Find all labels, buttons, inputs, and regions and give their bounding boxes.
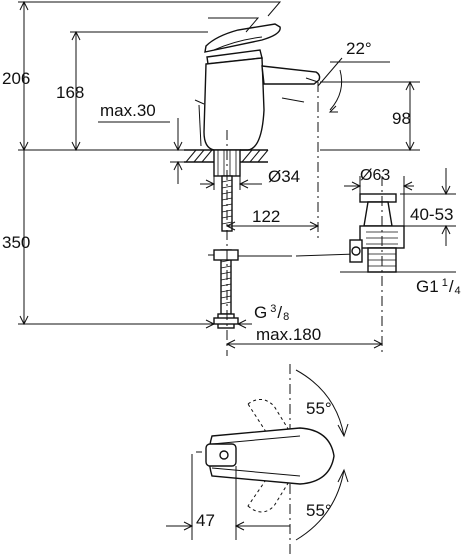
label-rotation-upper: 55° [306, 399, 332, 418]
waste-thread-main: G1 [416, 277, 439, 296]
label-waste-diameter: Ø63 [360, 167, 390, 184]
label-hole-diameter: Ø34 [268, 167, 300, 186]
label-lever-offset: 47 [196, 511, 215, 530]
dimension-lines [18, 0, 456, 356]
faucet-elevation [194, 1, 321, 151]
supply-hose [208, 249, 239, 329]
waste-thread-num: 1 [442, 277, 448, 289]
waste-assembly [349, 193, 405, 273]
label-spout-drop: 98 [392, 109, 411, 128]
label-max-reach: max.180 [256, 325, 321, 344]
label-rotation-lower: 55° [306, 501, 332, 520]
label-overall-height: 206 [2, 69, 30, 88]
label-angle-top: 22° [346, 39, 372, 58]
label-hose-length: 350 [2, 233, 30, 252]
hose-thread-den: 8 [283, 311, 289, 323]
faucet-plan-view [166, 364, 349, 556]
label-spout-height: 168 [56, 83, 84, 102]
label-waste-range: 40-53 [410, 205, 453, 224]
hose-thread-num: 3 [270, 303, 276, 315]
waste-thread-den: 4 [455, 285, 461, 297]
hose-thread-main: G [254, 303, 267, 322]
label-max-thickness: max.30 [100, 101, 156, 120]
dimension-labels: 206 168 max.30 22° 98 Ø34 Ø63 122 40-53 … [2, 39, 461, 530]
pop-up-linkage [238, 253, 357, 257]
label-projection: 122 [252, 207, 280, 226]
